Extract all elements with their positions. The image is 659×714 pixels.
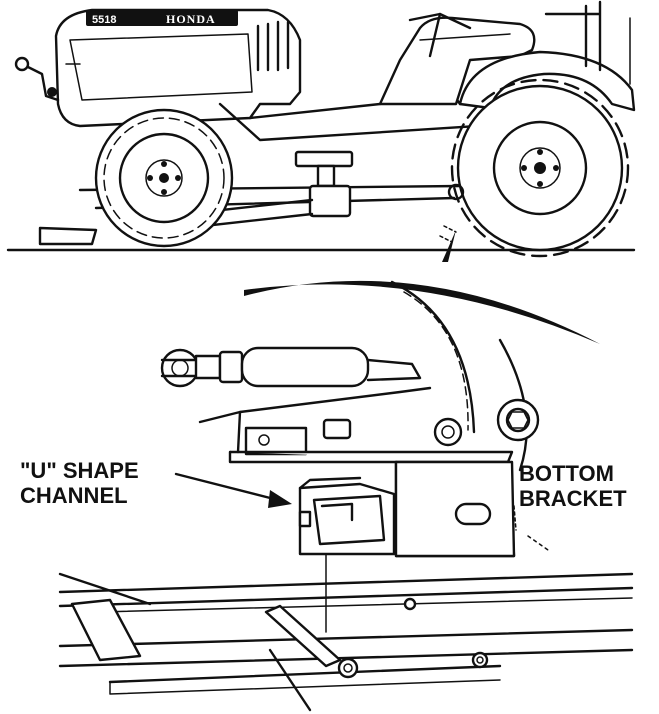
rear-fender (458, 50, 636, 112)
brand-logo: HONDA (166, 12, 216, 26)
model-badge (86, 10, 238, 26)
callout-arrow (174, 472, 292, 508)
model-number: 5518 (92, 14, 116, 26)
u-shape-channel-label: "U" SHAPE CHANNEL (20, 458, 139, 508)
bottom-bracket-label: BOTTOM BRACKET (519, 461, 627, 511)
tractor-hood (54, 8, 302, 128)
hydraulic-cylinder (160, 346, 422, 388)
front-wheel (94, 108, 234, 248)
detail-view (58, 280, 634, 712)
u-shape-channel (298, 476, 396, 633)
bottom-bracket (228, 450, 516, 558)
detail-pointer (244, 225, 600, 344)
tractor-illustration: 5518 HONDA (6, 0, 636, 258)
floor-jack (148, 150, 354, 234)
tractor-seat (378, 16, 536, 106)
rear-wheel (450, 78, 630, 258)
truck-bed-rails (58, 572, 634, 712)
